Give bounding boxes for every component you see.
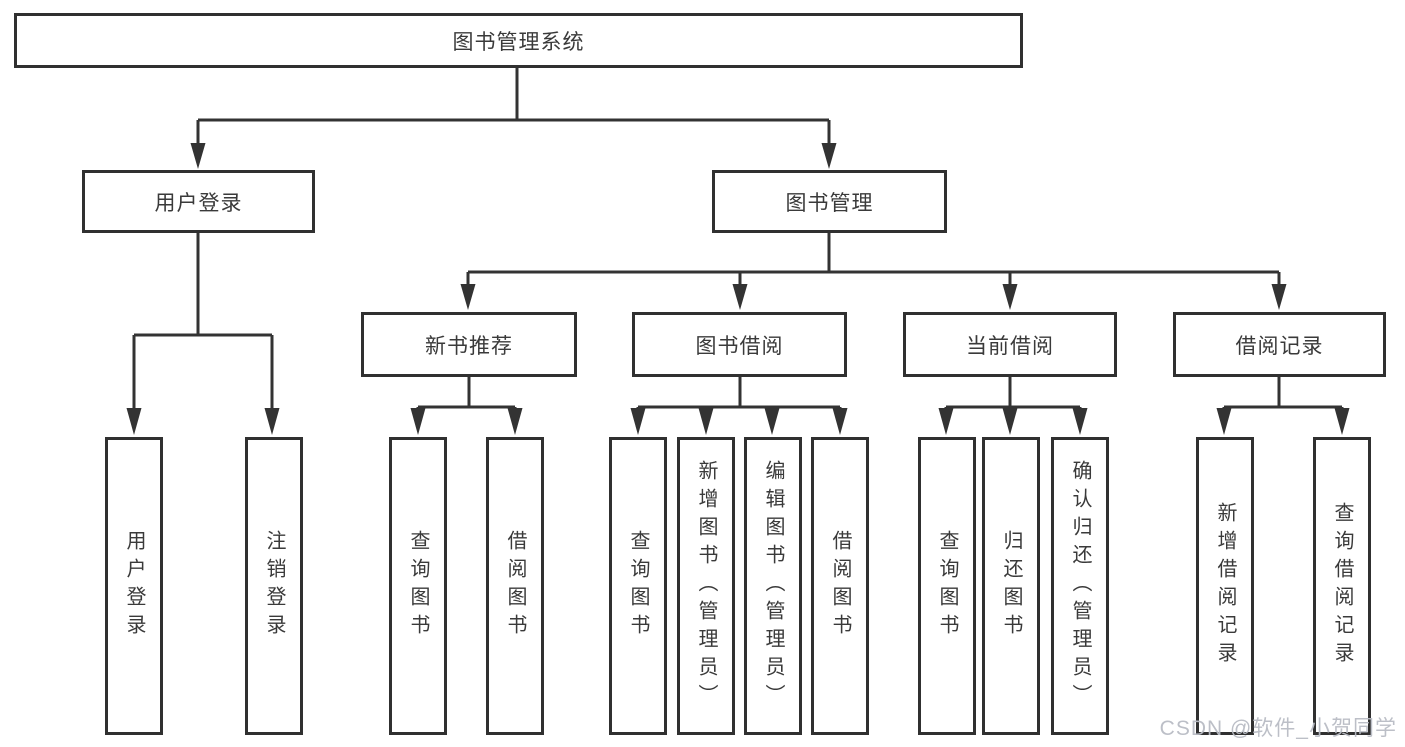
- leaf-label: 确认归还（管理员）: [1069, 460, 1091, 712]
- leaf-logout: 注销登录: [245, 437, 303, 735]
- leaf-query-books-recommend: 查询图书: [389, 437, 447, 735]
- leaf-user-login: 用户登录: [105, 437, 163, 735]
- leaf-borrow-books-recommend: 借阅图书: [486, 437, 544, 735]
- node-user-login: 用户登录: [82, 170, 315, 233]
- node-label: 图书借阅: [695, 334, 784, 358]
- leaf-query-books-current: 查询图书: [918, 437, 976, 735]
- leaf-label: 借阅图书: [504, 530, 526, 642]
- leaf-label: 查询图书: [936, 530, 958, 642]
- node-label: 图书管理: [785, 191, 874, 215]
- leaf-add-book-admin: 新增图书（管理员）: [677, 437, 735, 735]
- leaf-return-books: 归还图书: [982, 437, 1040, 735]
- csdn-watermark: CSDN @软件_小贺同学: [1159, 717, 1397, 740]
- leaf-query-books-borrow: 查询图书: [609, 437, 667, 735]
- node-borrowing-records: 借阅记录: [1173, 312, 1386, 377]
- node-book-borrowing: 图书借阅: [632, 312, 847, 377]
- node-label: 图书管理系统: [452, 30, 585, 54]
- leaf-label: 查询图书: [627, 530, 649, 642]
- leaf-label: 查询借阅记录: [1331, 502, 1353, 670]
- leaf-edit-book-admin: 编辑图书（管理员）: [744, 437, 802, 735]
- node-book-management: 图书管理: [712, 170, 947, 233]
- leaf-borrow-books: 借阅图书: [811, 437, 869, 735]
- node-label: 用户登录: [154, 191, 243, 215]
- leaf-confirm-return-admin: 确认归还（管理员）: [1051, 437, 1109, 735]
- arrowheads: [126, 143, 1350, 435]
- node-label: 当前借阅: [966, 334, 1054, 358]
- leaf-label: 借阅图书: [829, 530, 851, 642]
- node-library-management-system: 图书管理系统: [14, 13, 1023, 68]
- leaf-label: 新增借阅记录: [1214, 502, 1236, 670]
- node-label: 新书推荐: [425, 334, 513, 358]
- leaf-label: 用户登录: [123, 530, 145, 642]
- node-current-borrowing: 当前借阅: [903, 312, 1117, 377]
- node-label: 借阅记录: [1235, 334, 1324, 358]
- leaf-label: 查询图书: [407, 530, 429, 642]
- node-new-book-recommendation: 新书推荐: [361, 312, 577, 377]
- leaf-label: 归还图书: [1000, 530, 1022, 642]
- leaf-add-borrow-record: 新增借阅记录: [1196, 437, 1254, 735]
- leaf-label: 注销登录: [263, 530, 285, 642]
- leaf-label: 新增图书（管理员）: [695, 460, 717, 712]
- leaf-label: 编辑图书（管理员）: [762, 460, 784, 712]
- leaf-query-borrow-record: 查询借阅记录: [1313, 437, 1371, 735]
